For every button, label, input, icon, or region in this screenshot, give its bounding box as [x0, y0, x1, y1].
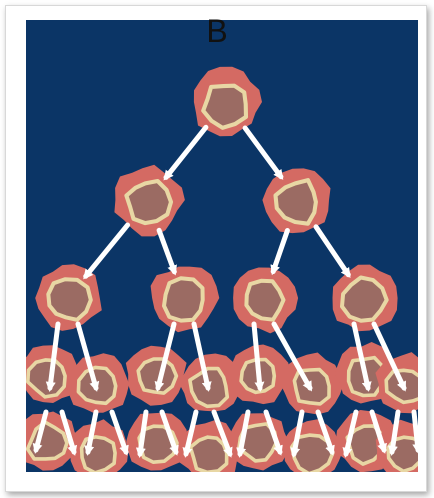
cell-g4-3 [125, 345, 187, 406]
cell-nucleus [46, 277, 93, 322]
cell-g4-8 [375, 352, 418, 414]
cell-g3-3 [233, 267, 299, 334]
cell-g2-2 [262, 168, 331, 234]
panel-label: B [206, 13, 228, 49]
cell-nucleus [162, 276, 205, 323]
division-arrow-g4-3 [84, 409, 99, 456]
cell-nucleus [340, 275, 389, 323]
division-arrow-g4-5 [135, 409, 149, 458]
division-arrow-g2-1-2 [156, 227, 177, 276]
cell-g2-1 [114, 164, 185, 237]
division-arrow-g2-2-2 [313, 224, 351, 279]
division-arrow-g4-10 [263, 409, 283, 456]
cell-g5-3 [126, 412, 187, 471]
division-arrow-g2-1-1 [83, 222, 131, 280]
division-arrow-g4-1 [32, 409, 49, 454]
cell-g3-2 [150, 266, 220, 333]
division-arrow-g4-13 [342, 409, 359, 458]
division-arrow-g3-3-1 [251, 321, 265, 392]
division-arrow-g3-1-1 [45, 321, 61, 392]
cell-division-diagram [26, 20, 418, 472]
division-arrow-g4-6 [159, 409, 179, 456]
division-arrow-g4-2 [59, 409, 78, 456]
division-arrow-g4-16 [411, 409, 418, 454]
division-arrow-g3-1-2 [75, 321, 100, 392]
division-arrow-g3-4-1 [351, 321, 372, 392]
division-arrow-g4-14 [369, 409, 387, 454]
division-arrow-g4-9 [236, 409, 251, 458]
division-arrow-g3-2-1 [154, 321, 177, 392]
cell-g5-5 [228, 413, 289, 471]
division-arrow-g4-12 [315, 409, 335, 456]
cell-nucleus [244, 278, 286, 322]
cell-nucleus [188, 435, 229, 472]
cell-g3-1 [35, 264, 102, 331]
cell-nucleus [26, 358, 67, 399]
cell-g5-4 [179, 419, 242, 472]
division-arrow-g3-3-2 [271, 321, 313, 392]
division-arrow-g3-2-2 [191, 321, 212, 392]
cell-nucleus [201, 83, 249, 130]
cell-g1-1 [193, 66, 262, 137]
division-arrow-g4-11 [290, 409, 305, 458]
cell-nucleus [273, 178, 318, 226]
cell-nucleus [124, 178, 174, 226]
division-arrow-g2-2-1 [270, 228, 290, 276]
cell-g3-4 [332, 264, 398, 332]
division-arrow-g4-8 [211, 409, 233, 458]
division-arrow-g1-1-1 [163, 124, 209, 181]
cell-nucleus [79, 435, 117, 472]
division-arrow-g4-7 [182, 409, 199, 458]
division-arrow-g4-15 [387, 409, 401, 456]
division-arrow-g4-4 [109, 409, 129, 456]
division-arrow-g3-4-2 [371, 321, 407, 392]
division-arrow-g1-1-2 [242, 125, 284, 180]
arrows-layer [32, 124, 418, 458]
